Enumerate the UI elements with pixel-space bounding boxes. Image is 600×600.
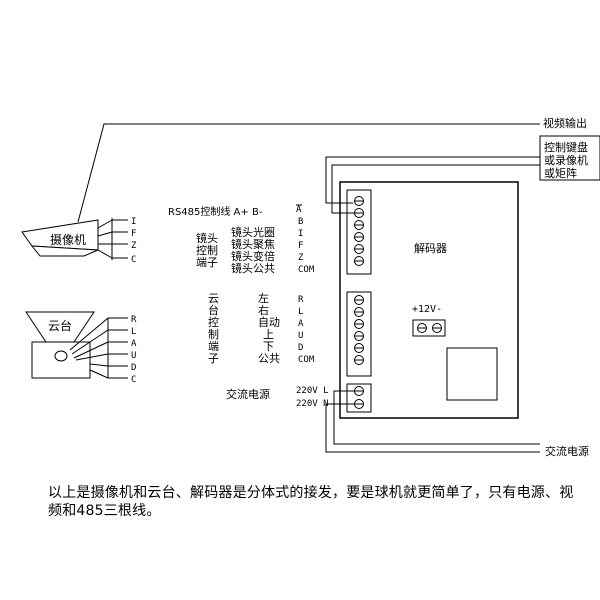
caption-text: 以上是摄像机和云台、解码器是分体式的接发，要是球机就更简单了，只有电源、视频和4…	[48, 485, 574, 519]
external-ac-power-label: 交流电源	[545, 444, 589, 458]
lens-pin-label: I	[298, 229, 303, 239]
ptz-lens-icon	[54, 350, 68, 362]
ptz-pin-label: R	[131, 315, 137, 325]
pan-tilt-function-label: 右	[258, 303, 269, 317]
pan-tilt-pin-label: U	[298, 331, 303, 341]
keyboard-label: 或矩阵	[544, 166, 577, 180]
camera-base	[30, 245, 99, 257]
ac-pin-label: 220V L	[296, 386, 329, 396]
lens-function-label: 镜头光圈	[231, 225, 275, 239]
pan-tilt-pin-label: COM	[298, 355, 315, 365]
pan-tilt-pin-label: R	[298, 295, 304, 305]
camera-label: 摄像机	[50, 232, 86, 247]
terminal-screw-slots-ac	[355, 390, 363, 405]
pan-tilt-function-label: 下	[263, 340, 274, 353]
pan-tilt-pin-label: D	[298, 343, 303, 353]
rs485-pin-label: B	[298, 217, 303, 227]
lens-group-label: 控制	[196, 243, 218, 257]
ptz-label: 云台	[48, 318, 72, 333]
rs485-label: RS485控制线 A+ B-	[168, 205, 263, 218]
camera-pin-lines	[97, 218, 128, 260]
lens-function-label: 镜头变倍	[231, 249, 275, 263]
pan-tilt-group-label: 子	[208, 352, 219, 365]
ac-power-label: 交流电源	[226, 387, 270, 401]
ptz-pin-label: C	[131, 375, 136, 385]
keyboard-label: 控制键盘	[544, 140, 588, 154]
external-wiring	[325, 156, 540, 453]
pan-tilt-function-label: 自动	[258, 316, 280, 329]
pan-tilt-function-label: 左	[258, 292, 269, 305]
keyboard-label: 或录像机	[544, 153, 588, 167]
camera: 摄像机 I F Z C	[21, 217, 137, 265]
lens-pin-label: COM	[298, 265, 315, 275]
pan-tilt-group-label: 控	[208, 315, 219, 329]
pan-tilt-group-label: 台	[208, 303, 219, 317]
lens-group-label: 镜头	[196, 231, 218, 245]
camera-pin-label: C	[131, 255, 136, 265]
terminal-screw-slots-middle	[355, 299, 363, 361]
rs485-pin-label: A	[296, 205, 302, 215]
lens-group-label: 端子	[196, 256, 218, 269]
ptz-pin-label: D	[131, 363, 136, 373]
pan-tilt-pin-label: L	[298, 307, 303, 317]
video-output-label: 视频输出	[543, 116, 587, 130]
camera-pin-label: Z	[131, 241, 137, 251]
ac-wire-l	[333, 390, 540, 445]
transformer-block	[446, 347, 498, 401]
ptz-pin-lines	[69, 317, 128, 379]
ptz-unit: 云台 R L A U D C	[25, 311, 137, 385]
ptz-pin-label: L	[131, 327, 136, 337]
rs485-a-wire	[325, 156, 540, 204]
ptz-pin-label: A	[131, 339, 137, 349]
pan-tilt-group-label: 制	[208, 328, 219, 341]
video-output-line	[77, 123, 540, 223]
camera-pin-label: I	[131, 217, 136, 227]
ac-wire-n	[325, 403, 540, 453]
pan-tilt-pin-label: A	[298, 319, 304, 329]
pan-tilt-group-label: 云	[208, 292, 219, 305]
decoder-label: 解码器	[414, 241, 447, 255]
lens-function-label: 镜头公共	[231, 261, 275, 275]
decoder-power-label: +12V-	[412, 304, 442, 315]
pan-tilt-function-label: 公共	[258, 352, 280, 365]
ac-pin-label: 220V N	[296, 399, 329, 409]
camera-pin-label: F	[131, 229, 136, 239]
decoder: 解码器	[339, 181, 519, 419]
lens-pin-label: Z	[298, 253, 304, 263]
pan-tilt-group-label: 端	[208, 340, 219, 353]
lens-pin-label: F	[298, 241, 303, 251]
lens-function-label: 镜头聚焦	[231, 237, 275, 251]
keyboard-box	[539, 135, 600, 181]
pan-tilt-function-label: 上	[263, 328, 274, 341]
ptz-pin-label: U	[131, 351, 136, 361]
